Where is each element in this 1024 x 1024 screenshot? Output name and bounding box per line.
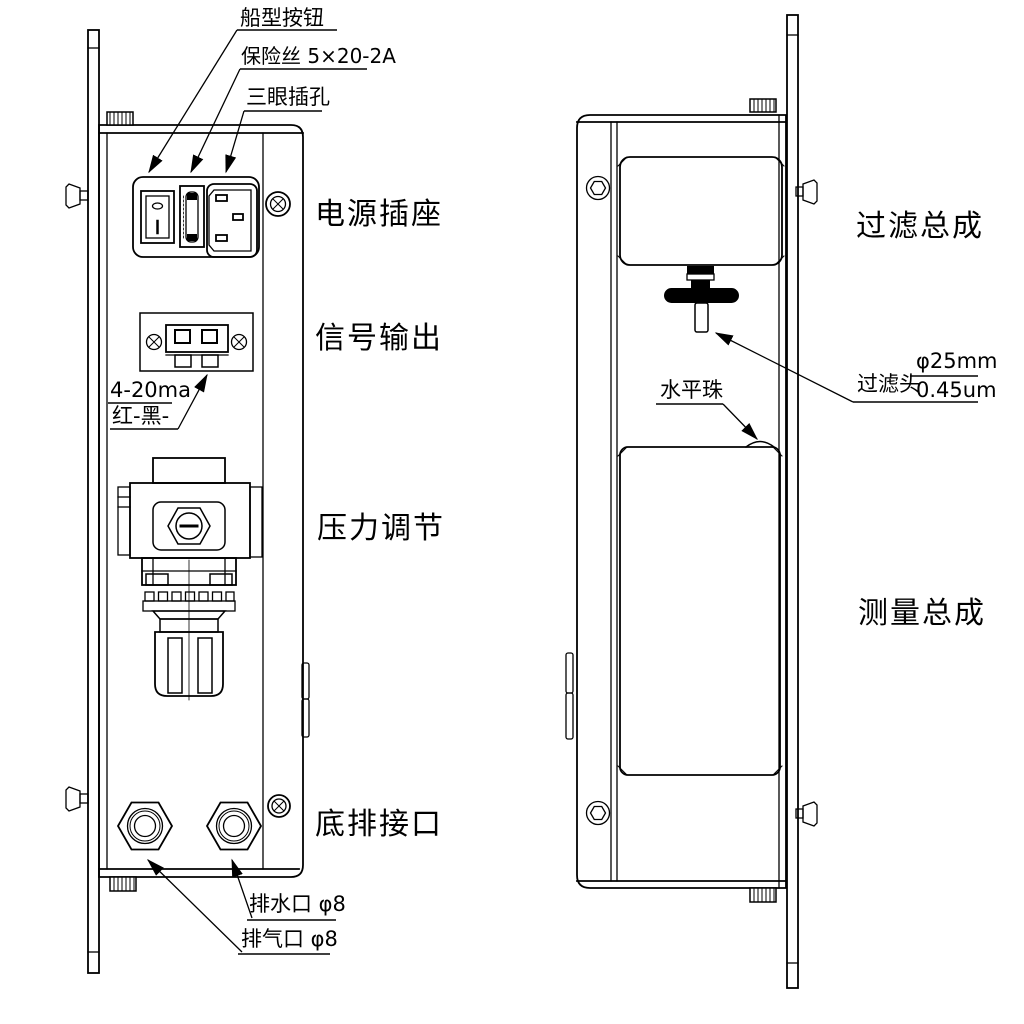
callout-filter-pore-size: 0.45um [916,378,997,402]
measuring-box [617,446,783,776]
panel-screw [267,794,291,818]
callout-signal-range: 4-20ma [110,378,191,402]
power-entry-module [132,176,260,258]
wing-screw [795,179,818,205]
label-pressure-regulator: 压力调节 [317,511,445,546]
leader-rocker-switch [148,29,238,174]
label-measuring-assembly: 测量总成 [858,596,986,631]
leader-arrows [146,29,854,953]
side-view [565,14,818,989]
filter-outlet-stem [694,302,709,333]
callout-signal-polarity: 红-黑- [112,404,170,428]
fuse-holder [179,185,205,248]
rocker-switch [140,190,175,244]
level-bubble-dome [744,440,776,449]
leader-level-bubble [722,403,758,441]
top-knurled-knob [749,98,777,113]
filter-connector [686,266,715,288]
regulator-hex-nut [167,507,211,545]
syringe-filter [664,288,739,303]
wing-screw [795,801,818,827]
filter-box [617,156,785,266]
label-power-socket: 电源插座 [315,197,443,232]
label-bottom-ports: 底排接口 [315,807,443,842]
callout-fuse: 保险丝 5×20-2A [241,44,396,68]
regulator-knob [154,559,224,701]
rear-panel-view [65,29,310,974]
callout-filter-diameter: φ25mm [916,349,998,373]
callout-exhaust-port: 排气口 φ8 [241,927,338,951]
terminal-screw [145,333,163,351]
bottom-knurled-knob [749,887,777,903]
label-signal-output: 信号输出 [315,321,443,356]
callout-filter-head: 过滤头 [857,372,920,396]
terminal-screw [230,333,248,351]
leader-filter-head [714,332,854,403]
panel-screw [265,191,291,217]
iec-inlet-socket [206,183,258,258]
leader-exhaust-port [146,859,243,953]
edge-latch [565,652,574,694]
pressure-regulator [117,457,263,701]
drain-fitting [205,801,263,851]
bottom-knurled-knob [109,876,137,892]
edge-latch [565,692,574,740]
leader-signal [177,373,208,430]
wing-screw [65,183,89,209]
callout-level-bubble: 水平珠 [660,378,723,402]
side-body-outline [576,114,787,889]
leader-drain-port [231,858,253,919]
signal-terminal-block [139,312,254,372]
hex-bolt [585,800,611,826]
exhaust-fitting [116,801,174,851]
leader-fuse [190,68,241,174]
label-filter-assembly: 过滤总成 [856,209,984,244]
edge-latch [301,698,310,738]
wing-screw [65,786,89,812]
callout-underlines [108,29,978,955]
top-knurled-knob [106,111,134,126]
panel-body-outline [98,124,304,878]
callout-drain-port: 排水口 φ8 [249,892,346,916]
callout-three-pin-socket: 三眼插孔 [246,85,330,109]
leader-three-pin [225,110,245,174]
left-mounting-flange [65,29,100,974]
right-mounting-flange [786,14,818,989]
callout-rocker-switch: 船型按钮 [240,6,324,30]
hex-bolt [585,175,611,201]
